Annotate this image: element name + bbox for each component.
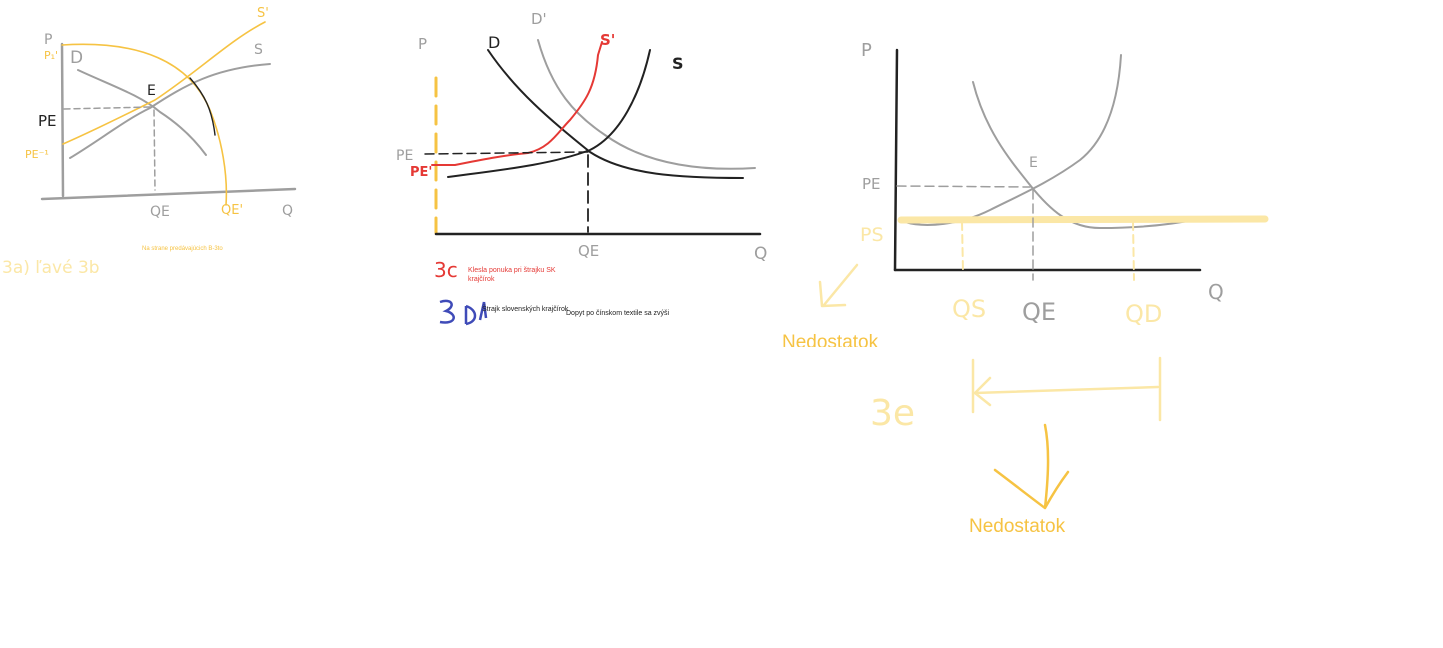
sketch1-supply-curve	[69, 63, 271, 159]
sketch1-pe-label: PE	[38, 112, 57, 130]
sketch3-down-arrow	[993, 423, 1070, 510]
sketch2-supply-shifted-label: S'	[600, 31, 616, 49]
sketch3-label-bottom: Nedostatok	[969, 516, 1066, 537]
sketch1-supply-shifted-label: S'	[257, 6, 269, 21]
sketch3-qe-label: QE	[1022, 298, 1057, 326]
sketch3-qd-guide	[1132, 221, 1135, 281]
sketch1-tag: 3a) ľavé 3b	[2, 258, 100, 278]
sketch-2	[424, 39, 762, 236]
sketch1-p-axis-label: P	[44, 32, 53, 48]
sketch2-pe-label: PE	[396, 148, 414, 164]
sketch3-q-axis-label: Q	[1208, 280, 1224, 304]
sketch3-label-top: Nedostatok	[782, 333, 879, 347]
sketch2-p-axis-label: P	[418, 35, 428, 53]
sketch2-note-d1: Štrajk slovenských krajčírok	[482, 306, 569, 313]
sketch1-pe-shifted-label: PE⁻¹	[25, 148, 49, 161]
sketch2-qe-label: QE	[578, 242, 600, 260]
sketch1-qe-guide	[153, 109, 156, 191]
sketch2-pe-shifted-label: PE'	[410, 165, 433, 180]
sketch2-note-c: Klesla ponuka pri štrajku SK krajčírok	[468, 267, 556, 283]
sketch3-demand-curve	[972, 81, 1199, 229]
sketch1-qe-label: QE	[150, 204, 170, 220]
sketch-3	[818, 48, 1269, 510]
sketch3-tag: 3e	[870, 393, 916, 434]
sketch2-demand-shifted-curve	[537, 39, 756, 170]
sketch3-qs-guide	[961, 221, 964, 273]
sketch1-qe-shifted-label: QE'	[221, 203, 244, 218]
sketch3-shortage-bracket	[971, 356, 1162, 422]
sketch2-supply-shifted-curve	[431, 41, 603, 166]
sketch1-demand-arc	[61, 43, 228, 206]
sketch2-supply-curve	[447, 49, 651, 178]
sketch1-demand-label: D	[70, 48, 84, 68]
sketch3-pe-guide	[896, 185, 1031, 188]
sketch1-p-axis	[60, 42, 65, 198]
sketch3-qs-label: QS	[952, 295, 987, 323]
sketch2-demand-shifted-label: D'	[531, 10, 547, 28]
sketch2-supply-label: S	[672, 54, 684, 73]
sketch1-equilibrium-label: E	[147, 83, 156, 99]
sketch3-supply-curve	[904, 54, 1122, 226]
sketch2-q-axis-label: Q	[754, 244, 768, 264]
sketch3-ps-line	[897, 215, 1269, 224]
sketch1-supply-shifted-curve	[62, 21, 266, 145]
sketch3-pe-label: PE	[862, 175, 881, 193]
sketch2-demand-label: D	[488, 33, 501, 52]
sketch2-demand-curve	[487, 49, 744, 179]
sketch3-ps-label: PS	[860, 224, 884, 246]
sketch3-equilibrium-label: E	[1029, 155, 1038, 171]
sketch1-demand-arc-dark	[189, 77, 216, 136]
sketch2-note-d2: Dopyt po čínskom textile sa zvýši	[566, 310, 670, 317]
sketch1-q-axis-label: Q	[282, 203, 294, 219]
sketch2-pe-guide	[424, 151, 589, 155]
scribble-3d	[439, 299, 488, 326]
sketch3-p-axis-label: P	[861, 40, 872, 61]
sketch1-p-prime-label: P₁'	[44, 49, 59, 62]
sketch1-pe-guide	[63, 106, 153, 110]
sketch1-note: Na strane predávajúcich B-3to	[142, 246, 223, 252]
sketch3-p-axis	[893, 48, 899, 272]
sketch1-supply-label: S	[254, 42, 263, 58]
sketch2-tag-c: 3c	[434, 258, 458, 282]
sketch1-demand-curve	[77, 69, 207, 156]
sketch3-qd-label: QD	[1125, 300, 1163, 328]
sketch3-down-left-arrow	[818, 263, 859, 308]
sketch-1	[40, 21, 297, 206]
sketch1-q-axis	[40, 187, 297, 201]
